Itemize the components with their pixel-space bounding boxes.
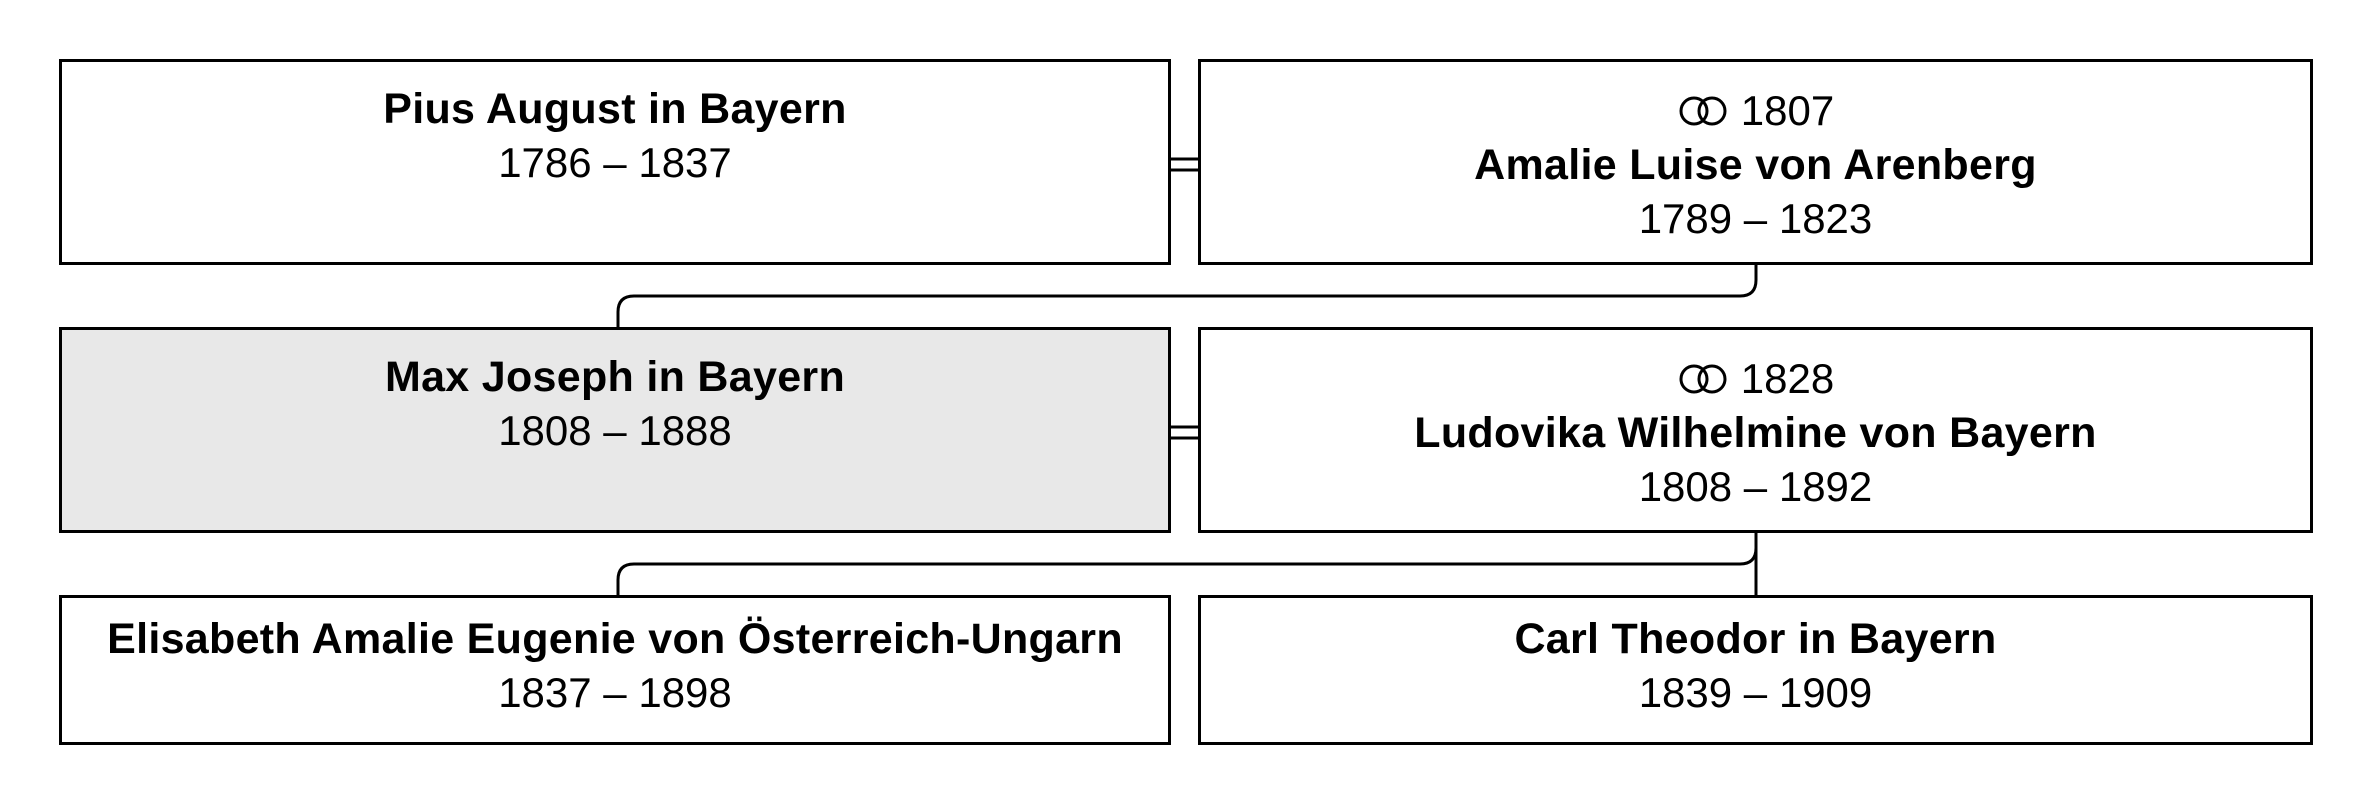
marriage-info: 1828 <box>1677 352 1834 406</box>
child-name: Elisabeth Amalie Eugenie von Österreich-… <box>107 615 1123 663</box>
wedding-rings-icon <box>1677 362 1731 396</box>
child-dates: 1839 – 1909 <box>1638 669 1873 716</box>
child-name: Carl Theodor in Bayern <box>1514 615 1997 663</box>
descent-line-elisabeth <box>616 532 1758 596</box>
person-name: Max Joseph in Bayern <box>384 353 846 401</box>
descent-line-1 <box>616 264 1758 328</box>
spouse-card-amalie-luise[interactable]: 1807 Amalie Luise von Arenberg 1789 – 18… <box>1198 59 2313 265</box>
marriage-year: 1807 <box>1740 87 1835 134</box>
spouse-card-ludovika-wilhelmine[interactable]: 1828 Ludovika Wilhelmine von Bayern 1808… <box>1198 327 2313 533</box>
child-card-elisabeth[interactable]: Elisabeth Amalie Eugenie von Österreich-… <box>59 595 1171 745</box>
spouse-name: Amalie Luise von Arenberg <box>1474 141 2037 189</box>
person-name: Pius August in Bayern <box>383 85 847 133</box>
spouse-dates: 1808 – 1892 <box>1638 463 1873 510</box>
spouse-name: Ludovika Wilhelmine von Bayern <box>1414 409 2097 457</box>
marriage-info: 1807 <box>1677 84 1834 138</box>
person-dates: 1808 – 1888 <box>498 407 732 454</box>
marriage-year: 1828 <box>1740 355 1835 402</box>
child-card-carl-theodor[interactable]: Carl Theodor in Bayern 1839 – 1909 <box>1198 595 2313 745</box>
spouse-dates: 1789 – 1823 <box>1638 195 1873 242</box>
child-dates: 1837 – 1898 <box>498 669 732 716</box>
person-card-max-joseph[interactable]: Max Joseph in Bayern 1808 – 1888 <box>59 327 1171 533</box>
wedding-rings-icon <box>1677 94 1731 128</box>
person-dates: 1786 – 1837 <box>498 139 732 186</box>
person-card-pius-august[interactable]: Pius August in Bayern 1786 – 1837 <box>59 59 1171 265</box>
